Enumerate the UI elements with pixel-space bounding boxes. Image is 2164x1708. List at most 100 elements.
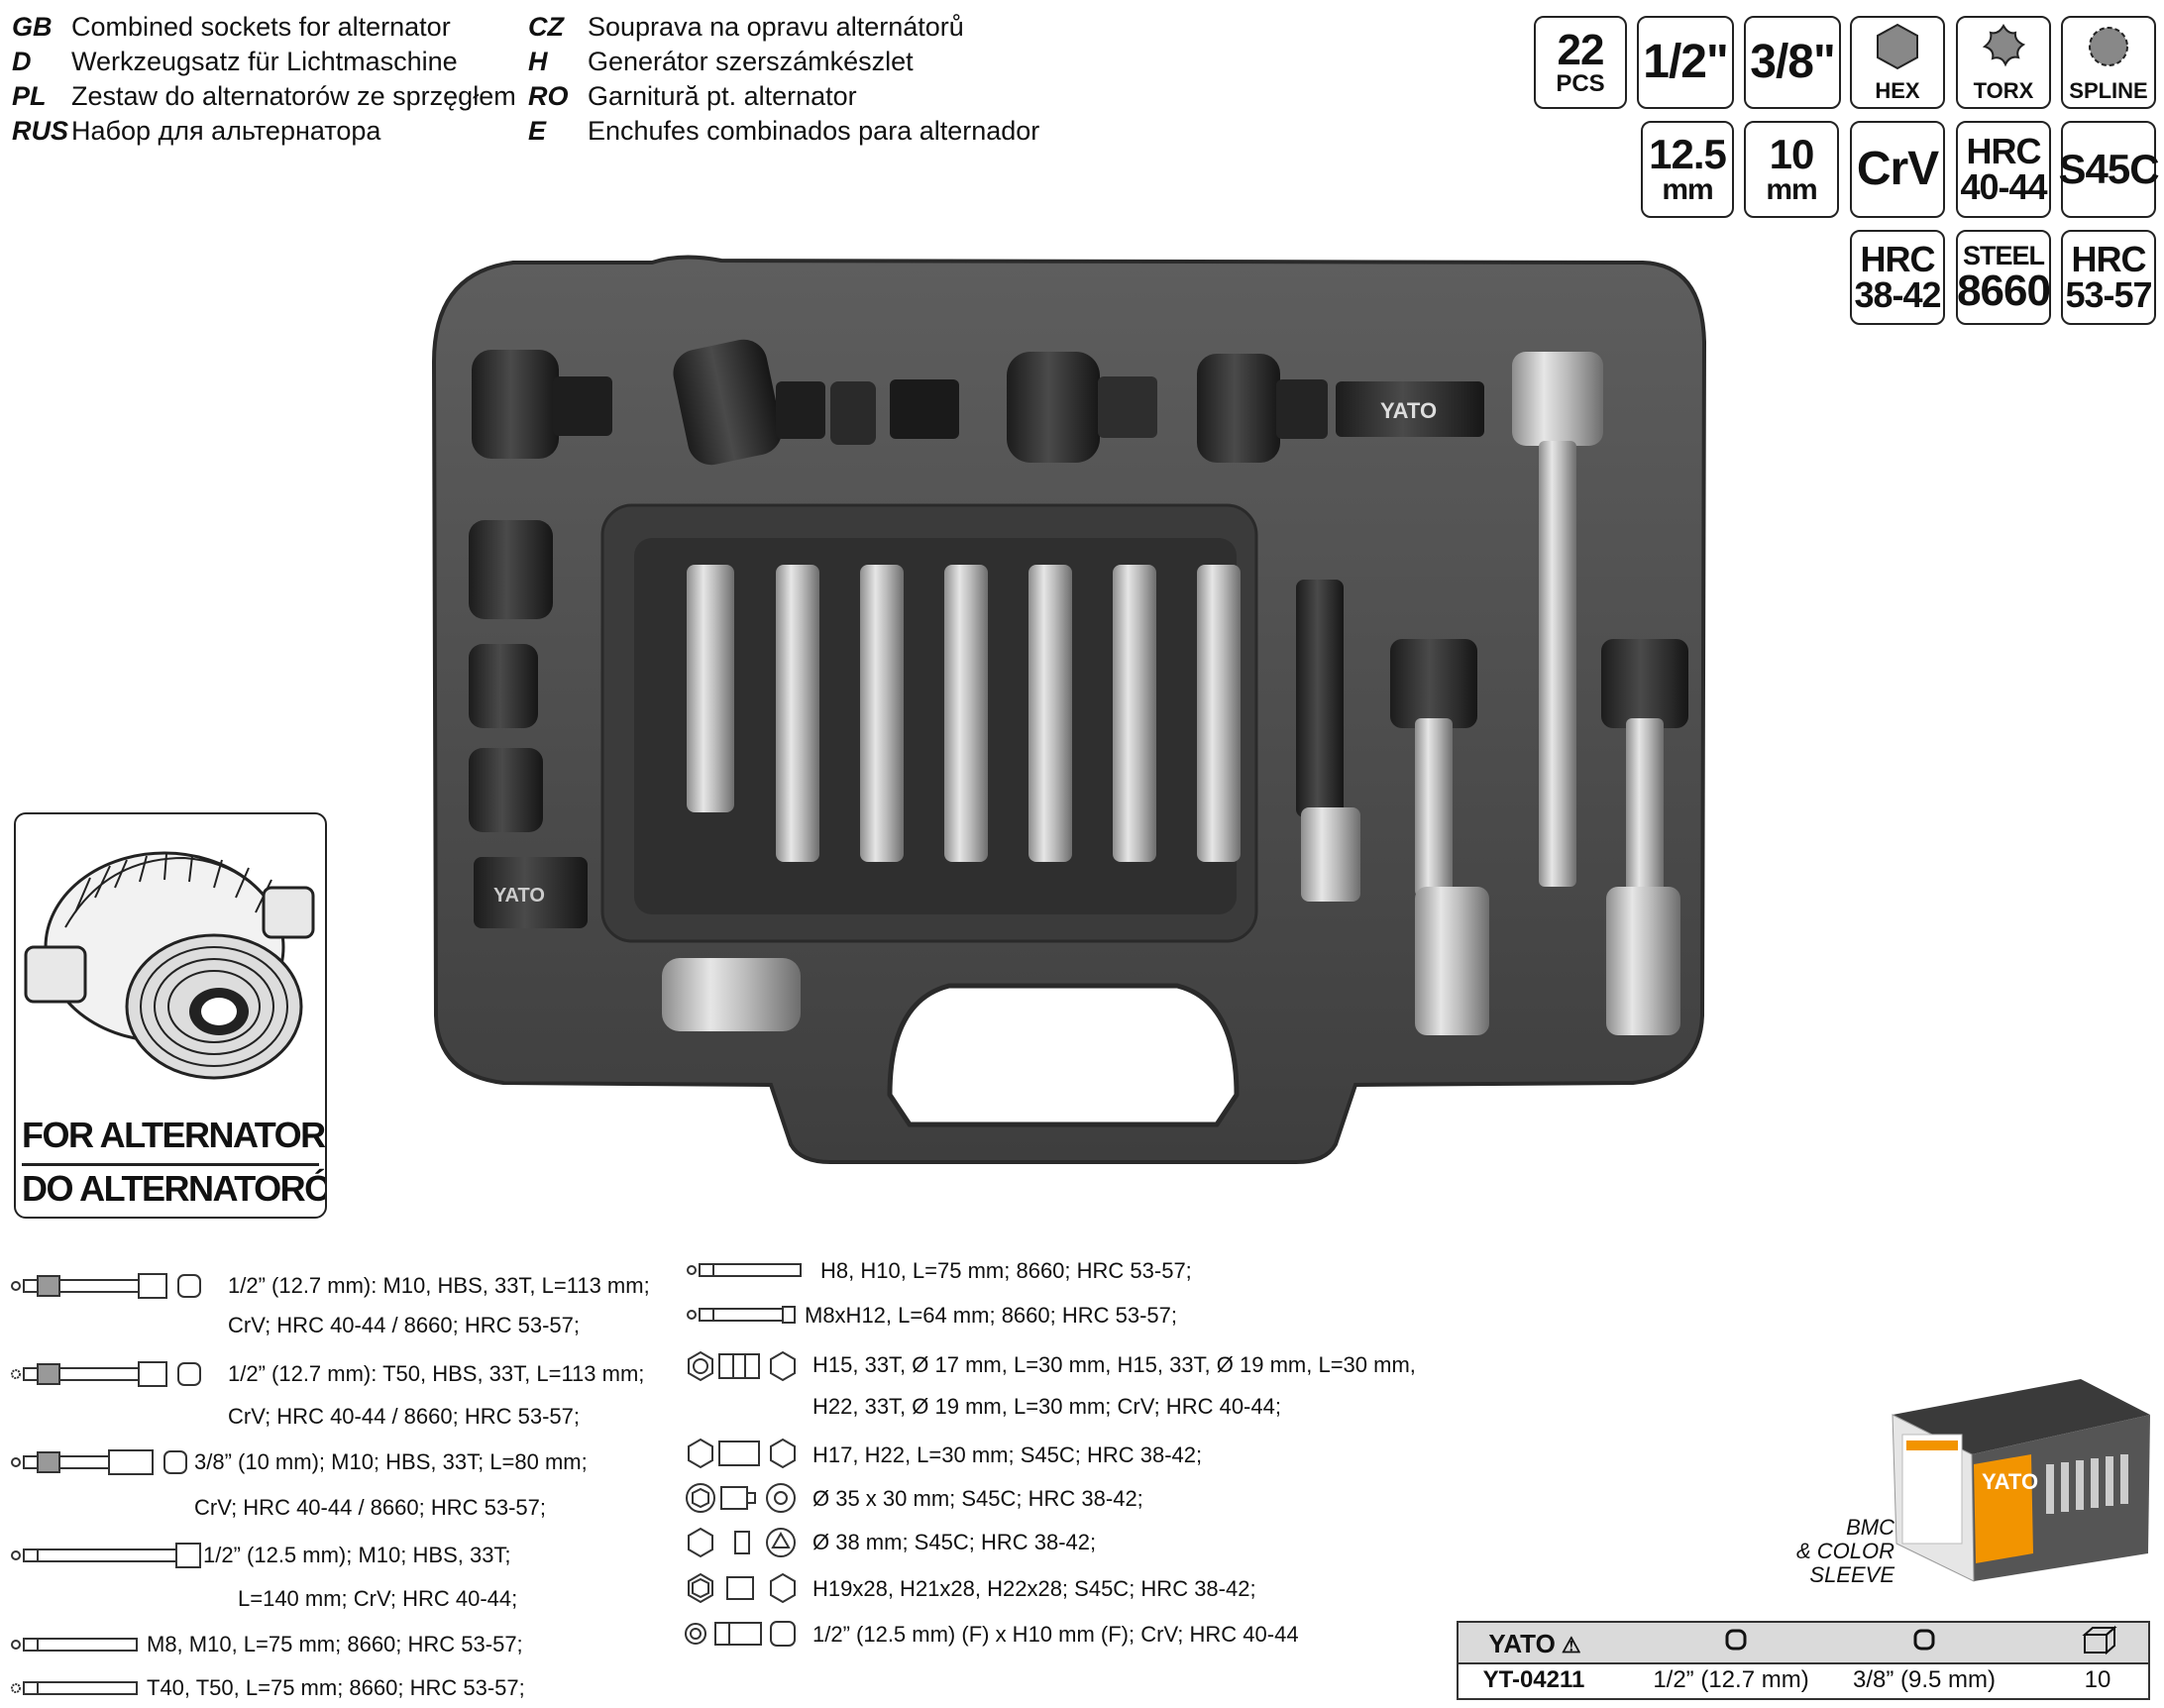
badge-hex-label: HEX [1875, 78, 1920, 103]
spec-line: H19x28, H21x28, H22x28; S45C; HRC 38-42; [812, 1576, 1256, 1601]
badge-steel-value: 8660 [1957, 266, 2051, 315]
product-box-image: YATO [1892, 1379, 2150, 1582]
badge-count-value: 22 [1557, 26, 1605, 74]
lang-code: GB [12, 12, 53, 42]
socket-hex-double-icon [688, 1438, 796, 1469]
box-quantity-icon [2071, 1625, 2130, 1663]
lang-code: D [12, 47, 32, 76]
socket-bit-t50-icon [11, 1361, 201, 1387]
lang-code: RO [528, 81, 569, 111]
bits-row [687, 565, 1241, 862]
badge-drive-half: 1/2" [1637, 16, 1734, 109]
badge-steel-label: STEEL [1962, 240, 2045, 270]
product-box-thumbnail: YATO [1883, 1375, 2156, 1583]
spec-line: CrV; HRC 40-44 / 8660; HRC 53-57; [228, 1313, 580, 1337]
case-brand-text: YATO [1380, 398, 1437, 423]
badge-drive-three-eighths-label: 3/8" [1750, 36, 1835, 88]
spec-line: M8, M10, L=75 mm; 8660; HRC 53-57; [147, 1632, 523, 1656]
badge-hrc-label: HRC [1966, 131, 2042, 171]
table-brand-logo: YATO ⚠ [1480, 1629, 1589, 1659]
lang-row-cz: CZ Souprava na opravu alternátorů [528, 10, 964, 44]
lang-code: PL [12, 81, 47, 111]
badge-size-10-value: 10 [1769, 131, 1815, 177]
alternator-icon [24, 851, 315, 1080]
lang-row-d: D Werkzeugsatz für Lichtmaschine [12, 45, 458, 78]
badge-size-12-5: 12.5 mm [1641, 121, 1734, 218]
lang-row-e: E Enchufes combinados para alternador [528, 114, 1039, 148]
lang-row-ro: RO Garnitură pt. alternator [528, 79, 857, 113]
table-model: YT-04211 [1482, 1666, 1585, 1693]
lang-row-gb: GB Combined sockets for alternator [12, 10, 451, 44]
badge-size-10: 10 mm [1744, 121, 1839, 218]
spline-icon [2089, 27, 2128, 66]
lang-text: Werkzeugsatz für Lichtmaschine [71, 47, 458, 76]
spec-line: L=140 mm; CrV; HRC 40-44; [238, 1586, 518, 1611]
lang-text: Garnitură pt. alternator [588, 81, 857, 111]
badge-steel-8660: STEEL 8660 [1956, 230, 2051, 325]
lang-code: H [528, 47, 548, 76]
lang-code: RUS [12, 116, 69, 146]
badge-hrc-53-57: HRC 53-57 [2061, 230, 2156, 325]
top-row-sockets: YATO [472, 339, 1484, 466]
badge-drive-half-label: 1/2" [1643, 36, 1728, 88]
spec-line: Ø 35 x 30 mm; S45C; HRC 38-42; [812, 1486, 1143, 1511]
socket-bit-3-8-icon [11, 1449, 187, 1475]
badge-torx: TORX [1956, 16, 2051, 109]
socket-bit-m10-icon [11, 1273, 201, 1299]
spec-line: M8xH12, L=64 mm; 8660; HRC 53-57; [805, 1303, 1178, 1328]
hex-icon [1877, 23, 1918, 70]
spec-line: 1/2” (12.5 mm); M10; HBS, 33T; [203, 1543, 511, 1567]
drive-square-icon [1706, 1628, 1766, 1658]
spec-line: CrV; HRC 40-44 / 8660; HRC 53-57; [228, 1404, 580, 1429]
table-drive-half: 1/2” (12.7 mm) [1653, 1666, 1809, 1693]
for-alternators-title: FOR ALTERNATORS [22, 1115, 327, 1155]
tool-case-drawing: YATO YATO [431, 255, 1707, 1164]
thumb-brand: YATO [1982, 1469, 2038, 1494]
table-brand-text: YATO [1488, 1629, 1556, 1658]
spec-line: 1/2” (12.7 mm): M10, HBS, 33T, L=113 mm; [228, 1273, 650, 1298]
badge-hrc-38-42: HRC 38-42 [1850, 230, 1945, 325]
lang-text: Generátor szerszámkészlet [588, 47, 914, 76]
badge-spline-label: SPLINE [2069, 78, 2148, 103]
table-header [1459, 1623, 2148, 1664]
badge-crv: CrV [1850, 121, 1945, 218]
badge-s45c: S45C [2058, 121, 2160, 218]
badge-s45c-label: S45C [2058, 146, 2159, 192]
badge-piece-count: 22 PCS [1534, 16, 1627, 109]
lang-code: E [528, 116, 547, 146]
lang-code: CZ [528, 12, 564, 42]
badge-torx-label: TORX [1973, 78, 2034, 103]
lang-text: Enchufes combinados para alternador [588, 116, 1040, 146]
badge-size-12-5-unit: mm [1662, 173, 1713, 206]
bmc-label: BMC & COLOR SLEEVE [1744, 1516, 1894, 1587]
badge-crv-label: CrV [1856, 143, 1939, 195]
bit-m8-icon [687, 1306, 796, 1324]
bmc-line: & COLOR [1795, 1539, 1894, 1563]
spec-line: CrV; HRC 40-44 / 8660; HRC 53-57; [194, 1495, 546, 1520]
socket-spline-short-icon [688, 1350, 796, 1382]
socket-bit-long-icon [11, 1543, 201, 1568]
badge-hrc-value: 40-44 [1960, 166, 2047, 207]
spec-line: 1/2” (12.7 mm): T50, HBS, 33T, L=113 mm; [228, 1361, 645, 1386]
torx-icon [1982, 23, 2026, 67]
badge-hrc-40-44: HRC 40-44 [1956, 121, 2051, 218]
socket-38mm-icon [688, 1527, 796, 1558]
lang-text: Souprava na opravu alternátorů [588, 12, 964, 42]
spec-line: H15, 33T, Ø 17 mm, L=30 mm, H15, 33T, Ø … [812, 1352, 1416, 1377]
adapter-icon [685, 1621, 796, 1647]
lang-text: Combined sockets for alternator [71, 12, 451, 42]
lang-row-h: H Generátor szerszámkészlet [528, 45, 914, 78]
spec-line: H22, 33T, Ø 19 mm, L=30 mm; CrV; HRC 40-… [812, 1394, 1281, 1419]
spec-line: Ø 38 mm; S45C; HRC 38-42; [812, 1530, 1097, 1554]
badge-hrc-value: 53-57 [2065, 274, 2152, 315]
lang-text: Набор для альтернатора [71, 116, 381, 146]
case-brand-text: YATO [493, 885, 545, 907]
table-drive-three-eighths: 3/8” (9.5 mm) [1852, 1666, 1997, 1693]
badge-drive-three-eighths: 3/8" [1744, 16, 1841, 109]
badge-spline: SPLINE [2061, 16, 2156, 109]
spec-line: T40, T50, L=75 mm; 8660; HRC 53-57; [147, 1675, 525, 1700]
tool-case-image: YATO YATO [424, 253, 1707, 1164]
spec-line: H17, H22, L=30 mm; S45C; HRC 38-42; [812, 1442, 1203, 1467]
